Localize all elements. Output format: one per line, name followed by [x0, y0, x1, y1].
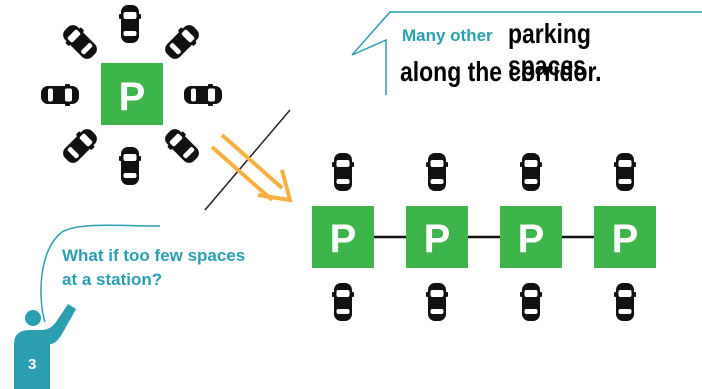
corridor-parking-sign	[500, 206, 562, 268]
car-icon	[41, 84, 79, 106]
presenter-number: 3	[28, 356, 37, 373]
corridor-parking-sign	[312, 206, 374, 268]
corridor-parking-letter: P	[612, 217, 639, 261]
car-icon	[58, 124, 102, 168]
callout-headline-line1: parking spaces	[508, 18, 591, 81]
car-icon	[58, 20, 102, 64]
corridor-parking-sign	[406, 206, 468, 268]
corridor-parking-sign	[594, 206, 656, 268]
car-icon	[426, 283, 448, 321]
car-icon	[520, 153, 542, 191]
corridor-parking-letter: P	[424, 217, 451, 261]
car-icon	[614, 153, 636, 191]
corridor-parking-lots: P P P P	[312, 206, 656, 268]
callout-bracket-lower	[351, 38, 387, 95]
question-text-line1: What if too few spaces	[62, 246, 246, 265]
car-icon	[119, 5, 141, 43]
car-icon	[614, 283, 636, 321]
question-text-line2: at a station?	[62, 270, 163, 289]
question-bubble-outline	[40, 224, 161, 323]
station-parking-sign	[101, 63, 163, 125]
corridor-parking-letter: P	[518, 217, 545, 261]
car-icon	[332, 283, 354, 321]
car-icon	[160, 20, 204, 64]
car-icon	[426, 153, 448, 191]
station-parking-lot: P	[101, 63, 163, 125]
callout-headline-line2: along the corridor.	[400, 56, 602, 87]
corridor-parking-letter: P	[330, 217, 357, 261]
car-icon	[184, 84, 222, 106]
direction-arrow	[210, 133, 293, 203]
car-icon	[332, 153, 354, 191]
car-icon	[520, 283, 542, 321]
car-icon	[160, 124, 204, 168]
presenter-icon	[14, 304, 76, 389]
callout-small-text: Many other	[402, 26, 493, 45]
car-icon	[119, 147, 141, 185]
callout-bracket	[351, 11, 702, 56]
station-parking-letter: P	[119, 75, 146, 119]
